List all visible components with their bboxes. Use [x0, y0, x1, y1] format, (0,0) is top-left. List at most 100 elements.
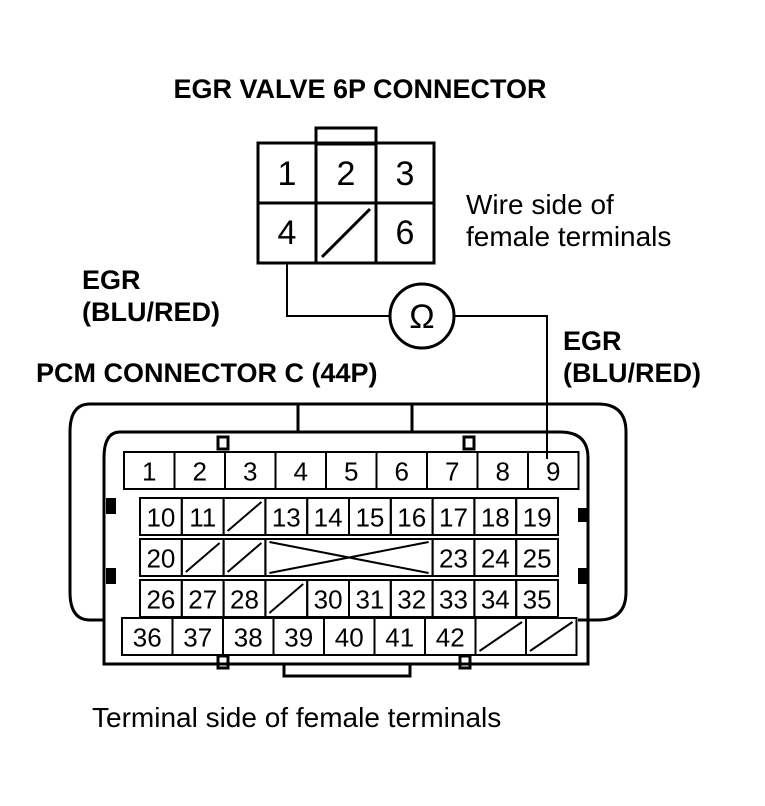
- pcm-terminal-30: 30: [306, 579, 351, 618]
- pcm-terminal-1: 1: [123, 451, 176, 490]
- pcm-terminal-label: 7: [445, 457, 459, 487]
- pcm-align-tick-left: [216, 435, 230, 451]
- egr-empty-cavity-slash: [320, 207, 372, 259]
- pcm-terminal-37: 37: [171, 617, 224, 656]
- empty-cavity-slash: [185, 542, 221, 573]
- pcm-view-caption: Terminal side of female terminals: [92, 702, 501, 733]
- pcm-terminal-19: 19: [515, 497, 560, 536]
- egr-pin-3: 3: [396, 155, 415, 193]
- pcm-terminal-label: 26: [146, 585, 175, 615]
- pcm-terminal-6: 6: [375, 451, 428, 490]
- pcm-terminal-36: 36: [121, 617, 174, 656]
- empty-cavity-slash: [478, 621, 523, 652]
- egr-pin-6: 6: [396, 214, 415, 252]
- pcm-terminal-34: 34: [473, 579, 518, 618]
- pcm-terminal-4: 4: [274, 451, 327, 490]
- pcm-terminal-17: 17: [431, 497, 476, 536]
- pcm-terminal-18: 18: [473, 497, 518, 536]
- ohm-symbol: Ω: [409, 298, 434, 336]
- pcm-unused-block: [264, 538, 434, 577]
- pcm-terminal-16: 16: [389, 497, 434, 536]
- pcm-terminal-38: 38: [222, 617, 275, 656]
- pcm-terminal-33: 33: [431, 579, 476, 618]
- pcm-terminal-23: 23: [431, 538, 476, 577]
- pcm-align-tick-right: [462, 435, 476, 451]
- lead-to-pcm-pin-9: [454, 315, 548, 459]
- pcm-terminal-label: 14: [314, 503, 343, 533]
- pcm-terminal-25: 25: [515, 538, 560, 577]
- pcm-terminal-label: 17: [439, 503, 468, 533]
- pcm-terminal-40: 40: [323, 617, 376, 656]
- pcm-terminal-35: 35: [515, 579, 560, 618]
- pcm-terminal-41: 41: [373, 617, 426, 656]
- pcm-terminal-label: 19: [523, 503, 552, 533]
- pcm-terminal-20: 20: [139, 538, 183, 577]
- pcm-terminal-label: 30: [314, 585, 343, 615]
- pcm-terminal-label: 24: [481, 544, 510, 574]
- pcm-terminal-label: 9: [546, 457, 560, 487]
- pcm-terminal-26: 26: [139, 579, 183, 618]
- pcm-side-clips: [106, 498, 588, 584]
- pcm-connector-housing: [68, 402, 628, 678]
- pcm-terminal-14: 14: [306, 497, 351, 536]
- egr-valve-connector: [256, 126, 436, 265]
- left-wire-label-line2: (BLU/RED): [82, 297, 220, 327]
- pcm-terminal-label: 25: [523, 544, 552, 574]
- pcm-terminal-label: 36: [133, 623, 162, 653]
- pcm-empty-cavity: [222, 497, 267, 536]
- pcm-terminal-label: 42: [436, 623, 465, 653]
- right-wire-label-line2: (BLU/RED): [563, 358, 701, 388]
- pcm-terminal-7: 7: [426, 451, 479, 490]
- pcm-terminal-42: 42: [424, 617, 477, 656]
- pcm-terminal-label: 41: [385, 623, 414, 653]
- pcm-terminal-10: 10: [139, 497, 183, 536]
- pcm-bottom-key: [282, 664, 412, 678]
- pcm-terminal-label: 39: [284, 623, 313, 653]
- empty-cavity-slash: [226, 542, 263, 573]
- pcm-terminal-label: 5: [344, 457, 358, 487]
- pcm-terminal-label: 34: [481, 585, 510, 615]
- pcm-terminal-label: 40: [335, 623, 364, 653]
- pcm-terminal-13: 13: [264, 497, 309, 536]
- pcm-terminal-3: 3: [224, 451, 277, 490]
- pcm-terminal-label: 32: [397, 585, 426, 615]
- pcm-terminal-32: 32: [389, 579, 434, 618]
- egr-connector-title: EGR VALVE 6P CONNECTOR: [173, 74, 546, 104]
- pcm-terminal-9: 9: [527, 451, 580, 490]
- ohmmeter-circle: [388, 282, 456, 350]
- pcm-terminal-11: 11: [180, 497, 225, 536]
- pcm-outer-shell: [90, 402, 628, 622]
- pcm-empty-cavity: [474, 617, 527, 656]
- empty-cavity-slash: [529, 621, 574, 652]
- pcm-terminal-label: 28: [230, 585, 259, 615]
- egr-view-note-line2: female terminals: [466, 221, 671, 252]
- pcm-empty-cavity: [525, 617, 578, 656]
- pcm-connector-title: PCM CONNECTOR C (44P): [36, 358, 378, 388]
- pcm-terminal-label: 2: [193, 457, 207, 487]
- pcm-terminal-label: 38: [234, 623, 263, 653]
- pcm-terminal-label: 13: [272, 503, 301, 533]
- empty-cavity-slash: [268, 583, 304, 614]
- pcm-terminal-24: 24: [473, 538, 518, 577]
- pcm-empty-cavity: [264, 579, 309, 618]
- egr-connector-pins: 1 2 3 4 6: [278, 155, 415, 252]
- pcm-terminal-label: 27: [188, 585, 217, 615]
- egr-pin-2: 2: [337, 155, 356, 193]
- pcm-terminal-label: 33: [439, 585, 468, 615]
- pcm-empty-cavity: [180, 538, 225, 577]
- left-wire-label-line1: EGR: [82, 265, 141, 295]
- pcm-terminal-15: 15: [348, 497, 392, 536]
- pcm-terminal-label: 11: [189, 503, 216, 533]
- pcm-terminal-27: 27: [180, 579, 225, 618]
- pcm-latch: [296, 402, 414, 434]
- test-leads: [286, 263, 548, 459]
- pcm-empty-cavity: [222, 538, 267, 577]
- egr-pin-1: 1: [278, 155, 297, 193]
- unused-block-cross: [269, 541, 429, 574]
- pcm-terminal-label: 4: [294, 457, 308, 487]
- pcm-terminal-label: 6: [395, 457, 409, 487]
- pcm-terminal-label: 35: [523, 585, 552, 615]
- egr-view-note-line1: Wire side of: [466, 189, 614, 220]
